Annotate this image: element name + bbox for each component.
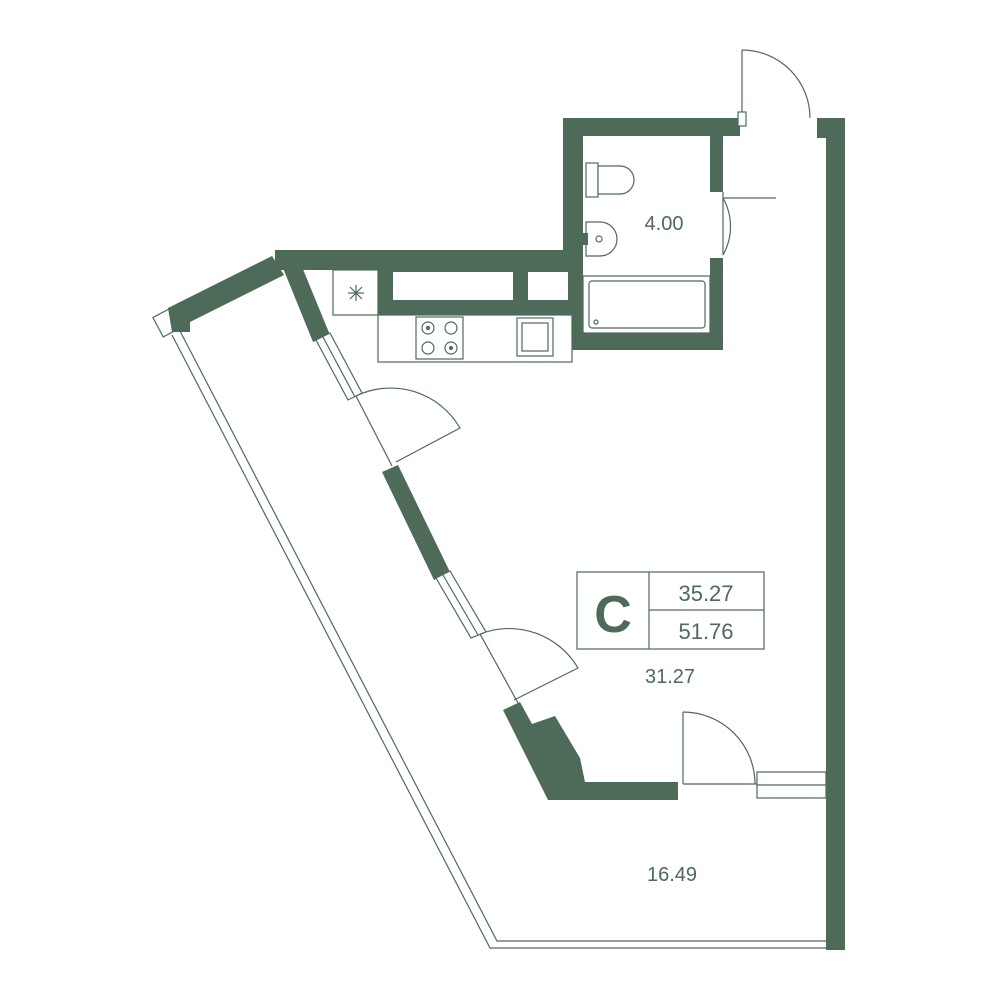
- partition-wall-lower: [503, 702, 678, 800]
- stove-icon: [415, 316, 464, 360]
- bathroom-area-label: 4.00: [645, 213, 684, 235]
- inner-windows: [315, 332, 827, 799]
- kitchen-cabinet-niche-1: [393, 272, 513, 300]
- bathroom-wall-right-lower: [710, 258, 723, 350]
- inner-wall-upper: [283, 262, 330, 342]
- bathroom-fixtures: [582, 162, 711, 334]
- exterior-wall-right: [826, 118, 845, 950]
- inner-wall-middle: [382, 465, 450, 580]
- doors: [355, 49, 811, 785]
- toilet-icon: [585, 162, 635, 198]
- area-living: 35.27: [678, 581, 733, 606]
- bathtub-icon: [582, 275, 711, 334]
- kitchen-cabinet-niche-2: [528, 272, 568, 300]
- bathroom-wall-bottom: [563, 332, 723, 350]
- loggia-wall-diagonal: [168, 256, 284, 332]
- door-middle: [479, 627, 579, 704]
- walls: [168, 118, 845, 950]
- entrance-door: [737, 49, 811, 127]
- loggia-glazing: [152, 308, 826, 949]
- door-upper: [355, 387, 461, 467]
- ventilation-icon: [348, 285, 364, 301]
- area-total: 51.76: [678, 619, 733, 644]
- exterior-wall-right-cap: [817, 118, 829, 138]
- kitchen-fixtures: [332, 269, 573, 363]
- apartment-type: C: [594, 586, 632, 644]
- kitchen-sink-icon: [516, 317, 554, 357]
- door-lower: [682, 711, 757, 785]
- bathroom-wall-top: [563, 118, 740, 136]
- loggia-area-label: 16.49: [647, 864, 697, 886]
- corridor-wall-top: [275, 250, 575, 270]
- bathroom-wall-right-upper: [710, 136, 723, 192]
- window-middle: [435, 570, 487, 639]
- main-room-area-label: 31.27: [645, 666, 695, 688]
- bathroom-door: [722, 192, 776, 256]
- sink-icon: [582, 221, 618, 257]
- apartment-badge: C 35.27 51.76: [576, 571, 765, 650]
